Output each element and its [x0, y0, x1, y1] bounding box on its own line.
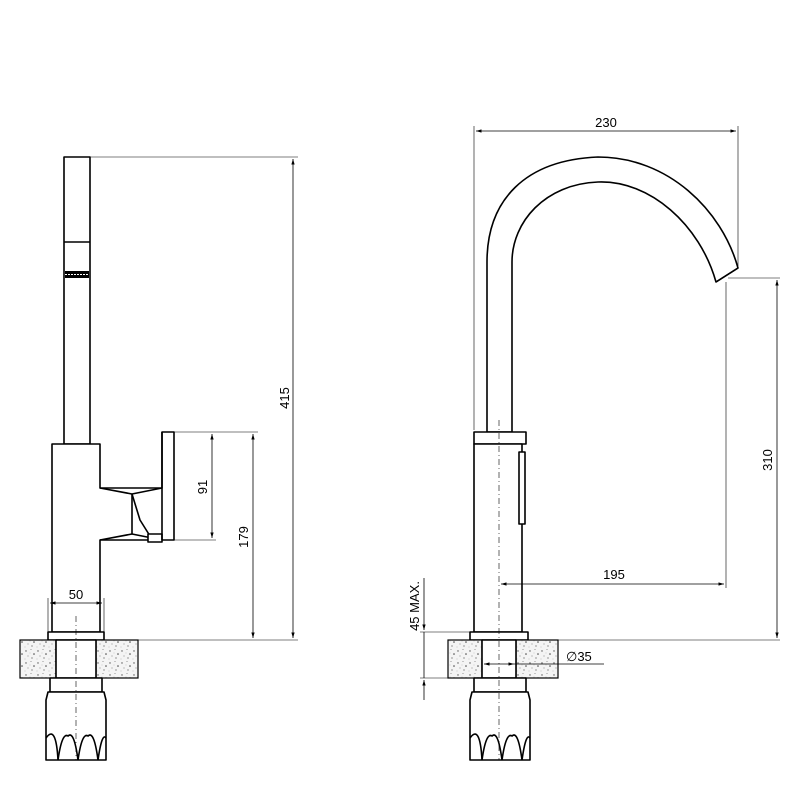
washer-front: [473, 677, 527, 693]
faucet-body-front: [473, 443, 523, 633]
dim-label-spout-reach: 230: [595, 115, 617, 130]
lever-tip: [147, 533, 163, 543]
countertop-right-front: [515, 639, 559, 679]
spout-column: [63, 156, 91, 445]
lever-edge: [518, 451, 526, 525]
dim-label-handle-height: 91: [195, 480, 210, 494]
countertop-left: [19, 639, 57, 679]
dim-label-outlet-offset: 195: [603, 567, 625, 582]
countertop-left-front: [447, 639, 483, 679]
dim-label-outlet-height: 310: [760, 449, 775, 471]
dim-label-lever-height: 179: [236, 526, 251, 548]
gooseneck-spout: [486, 156, 739, 433]
faucet-body: [51, 431, 175, 633]
front-view: 230 310 195 45 MAX. ∅35: [407, 115, 780, 761]
dim-label-total-height: 415: [277, 387, 292, 409]
collar: [473, 431, 527, 445]
countertop-right: [95, 639, 139, 679]
dim-label-hole-diameter: ∅35: [566, 649, 592, 664]
dim-label-base-width: 50: [69, 587, 83, 602]
side-view: 415 179 91 50: [19, 156, 298, 761]
dim-label-max-deck: 45 MAX.: [407, 581, 422, 631]
